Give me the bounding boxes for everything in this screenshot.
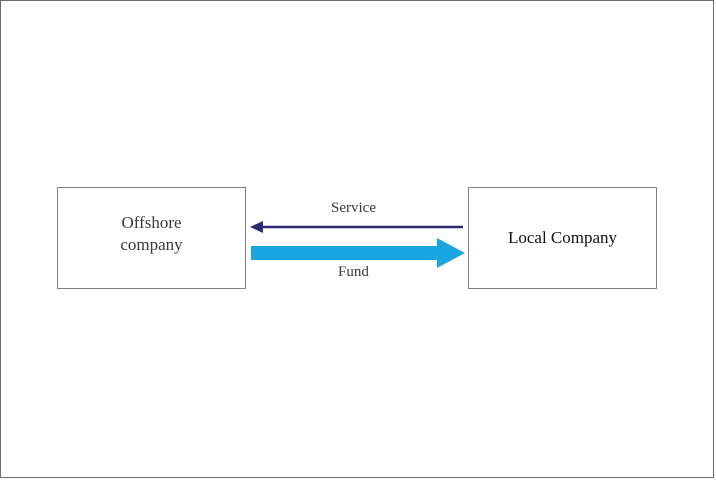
offshore-company-box: Offshore company [57, 187, 246, 289]
service-label: Service [331, 200, 376, 216]
fund-label: Fund [338, 264, 369, 280]
fund-arrow [251, 238, 465, 268]
offshore-company-label: Offshore company [120, 213, 183, 254]
local-company-box: Local Company [468, 187, 657, 289]
local-company-label: Local Company [507, 228, 618, 247]
service-arrow [250, 221, 463, 233]
